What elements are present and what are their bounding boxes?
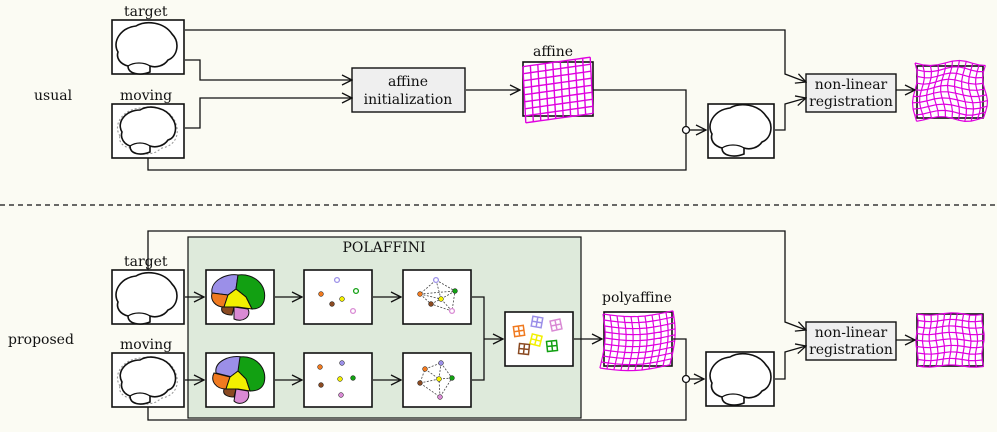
affine-grid-image bbox=[522, 56, 594, 124]
usual-target-image bbox=[111, 19, 185, 75]
proposed-nonlinear-line1: non-linear bbox=[815, 325, 888, 341]
target-centroids bbox=[303, 269, 373, 325]
proposed-nonlinear-line2: registration bbox=[809, 342, 893, 358]
local-affines-box bbox=[504, 311, 574, 367]
proposed-connectors bbox=[147, 230, 915, 421]
proposed-row-label: proposed bbox=[8, 332, 74, 348]
grid-lines bbox=[911, 59, 989, 123]
usual-nonlinear-grid-image bbox=[911, 59, 989, 123]
moving-graph bbox=[402, 352, 472, 408]
polyaffine-grid-image bbox=[599, 310, 676, 372]
usual-moving-image bbox=[111, 103, 185, 159]
polyaffine-label: polyaffine bbox=[602, 290, 672, 306]
local-affine-cell bbox=[529, 333, 543, 347]
usual-target-label: target bbox=[124, 4, 168, 20]
local-affine-cell bbox=[512, 324, 526, 338]
local-affine-cell bbox=[530, 315, 544, 329]
polaffini-title: POLAFFINI bbox=[342, 240, 425, 256]
proposed-target-image bbox=[111, 269, 185, 325]
local-affine-grids bbox=[512, 315, 563, 356]
proposed-target-label: target bbox=[124, 254, 168, 270]
affine-label: affine bbox=[533, 44, 573, 60]
proposed-resampled-image bbox=[705, 351, 775, 407]
local-affine-cell bbox=[545, 339, 559, 353]
usual-resampled-image bbox=[707, 103, 775, 159]
usual-warp-grid bbox=[911, 59, 989, 123]
usual-moving-label: moving bbox=[120, 88, 172, 104]
affine-grid bbox=[522, 56, 594, 124]
moving-centroids bbox=[303, 352, 373, 408]
affine-box-line1: affine bbox=[388, 74, 428, 90]
target-segmentation bbox=[205, 269, 275, 325]
local-affine-cell bbox=[517, 342, 531, 356]
usual-nonlinear-line1: non-linear bbox=[815, 77, 888, 93]
proposed-moving-label: moving bbox=[120, 337, 172, 353]
local-affine-cell bbox=[549, 318, 563, 332]
proposed-warp-grid bbox=[915, 312, 985, 368]
usual-nonlinear-box: non-linear registration bbox=[805, 73, 897, 113]
proposed-nonlinear-grid-image bbox=[915, 312, 985, 368]
proposed-moving-image bbox=[111, 352, 185, 408]
moving-segmentation bbox=[205, 352, 275, 408]
usual-nonlinear-line2: registration bbox=[809, 94, 893, 110]
grid-lines bbox=[599, 310, 676, 372]
usual-connectors bbox=[147, 29, 915, 171]
grid-lines bbox=[522, 56, 594, 124]
usual-row-label: usual bbox=[34, 88, 73, 104]
affine-box-line2: initialization bbox=[364, 92, 453, 108]
polyaffine-grid bbox=[599, 310, 676, 372]
grid-lines bbox=[915, 312, 985, 368]
target-graph bbox=[402, 269, 472, 325]
proposed-nonlinear-box: non-linear registration bbox=[805, 321, 897, 361]
affine-initialization-box: affine initialization bbox=[351, 67, 466, 113]
